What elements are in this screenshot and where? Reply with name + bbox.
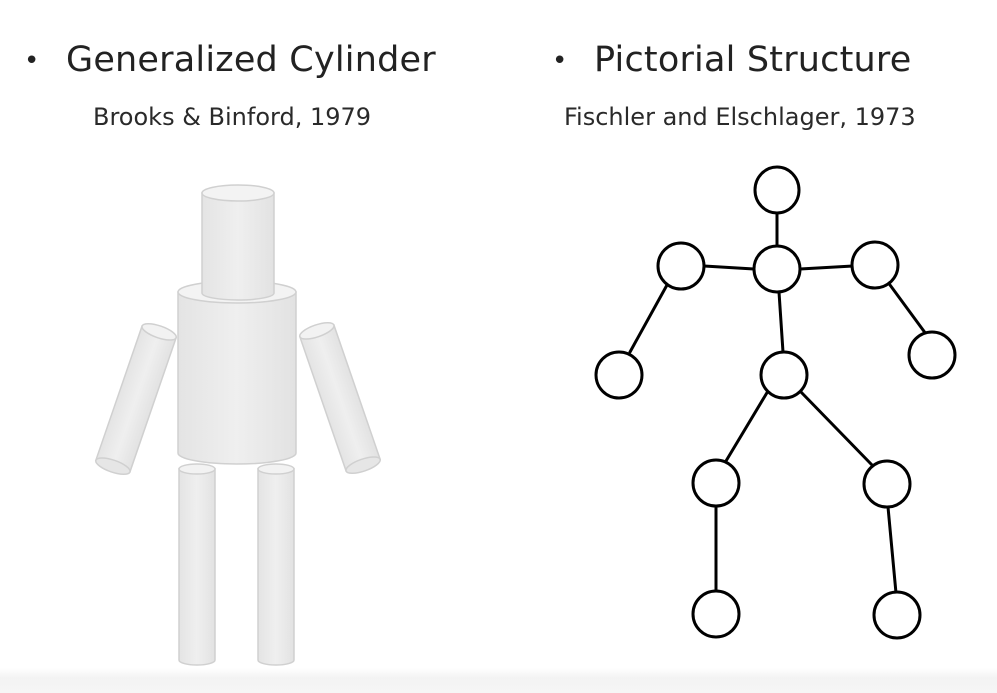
left-bullet: •	[24, 46, 40, 76]
node-left-knee	[691, 458, 741, 508]
graph-nodes	[594, 165, 957, 640]
node-neck	[752, 244, 802, 294]
graph-edges	[628, 211, 928, 595]
edge-right-shoulder-hand	[888, 283, 928, 336]
fischler-elschlager-citation: Fischler and Elschlager, 1973	[564, 103, 916, 131]
edge-pelvis-left-knee	[724, 389, 770, 463]
edge-left-shoulder-hand	[628, 283, 669, 354]
right-arm-cylinder	[298, 321, 382, 475]
right-leg-cylinder	[257, 463, 295, 666]
node-left-shoulder	[656, 241, 706, 291]
bottom-strip	[0, 668, 997, 693]
node-left-foot	[691, 589, 741, 639]
generalized-cylinder-heading: Generalized Cylinder	[66, 40, 436, 80]
head-cylinder	[201, 184, 275, 301]
node-pelvis	[759, 350, 809, 400]
node-right-shoulder	[850, 240, 900, 290]
edge-pelvis-right-knee	[798, 389, 874, 467]
edge-neck-pelvis	[777, 290, 785, 354]
pictorial-structure-heading: Pictorial Structure	[594, 40, 912, 80]
node-left-hand	[594, 350, 644, 400]
node-right-foot	[872, 590, 922, 640]
edge-neck-right-shoulder	[798, 264, 855, 271]
node-right-knee	[862, 459, 912, 509]
edge-neck-left-shoulder	[702, 264, 756, 271]
node-right-hand	[907, 330, 957, 380]
right-bullet: •	[552, 46, 568, 76]
left-arm-cylinder	[94, 322, 178, 476]
edge-right-knee-foot	[886, 505, 898, 595]
node-head	[753, 165, 801, 215]
left-leg-cylinder	[178, 463, 216, 666]
brooks-binford-citation: Brooks & Binford, 1979	[93, 103, 372, 131]
